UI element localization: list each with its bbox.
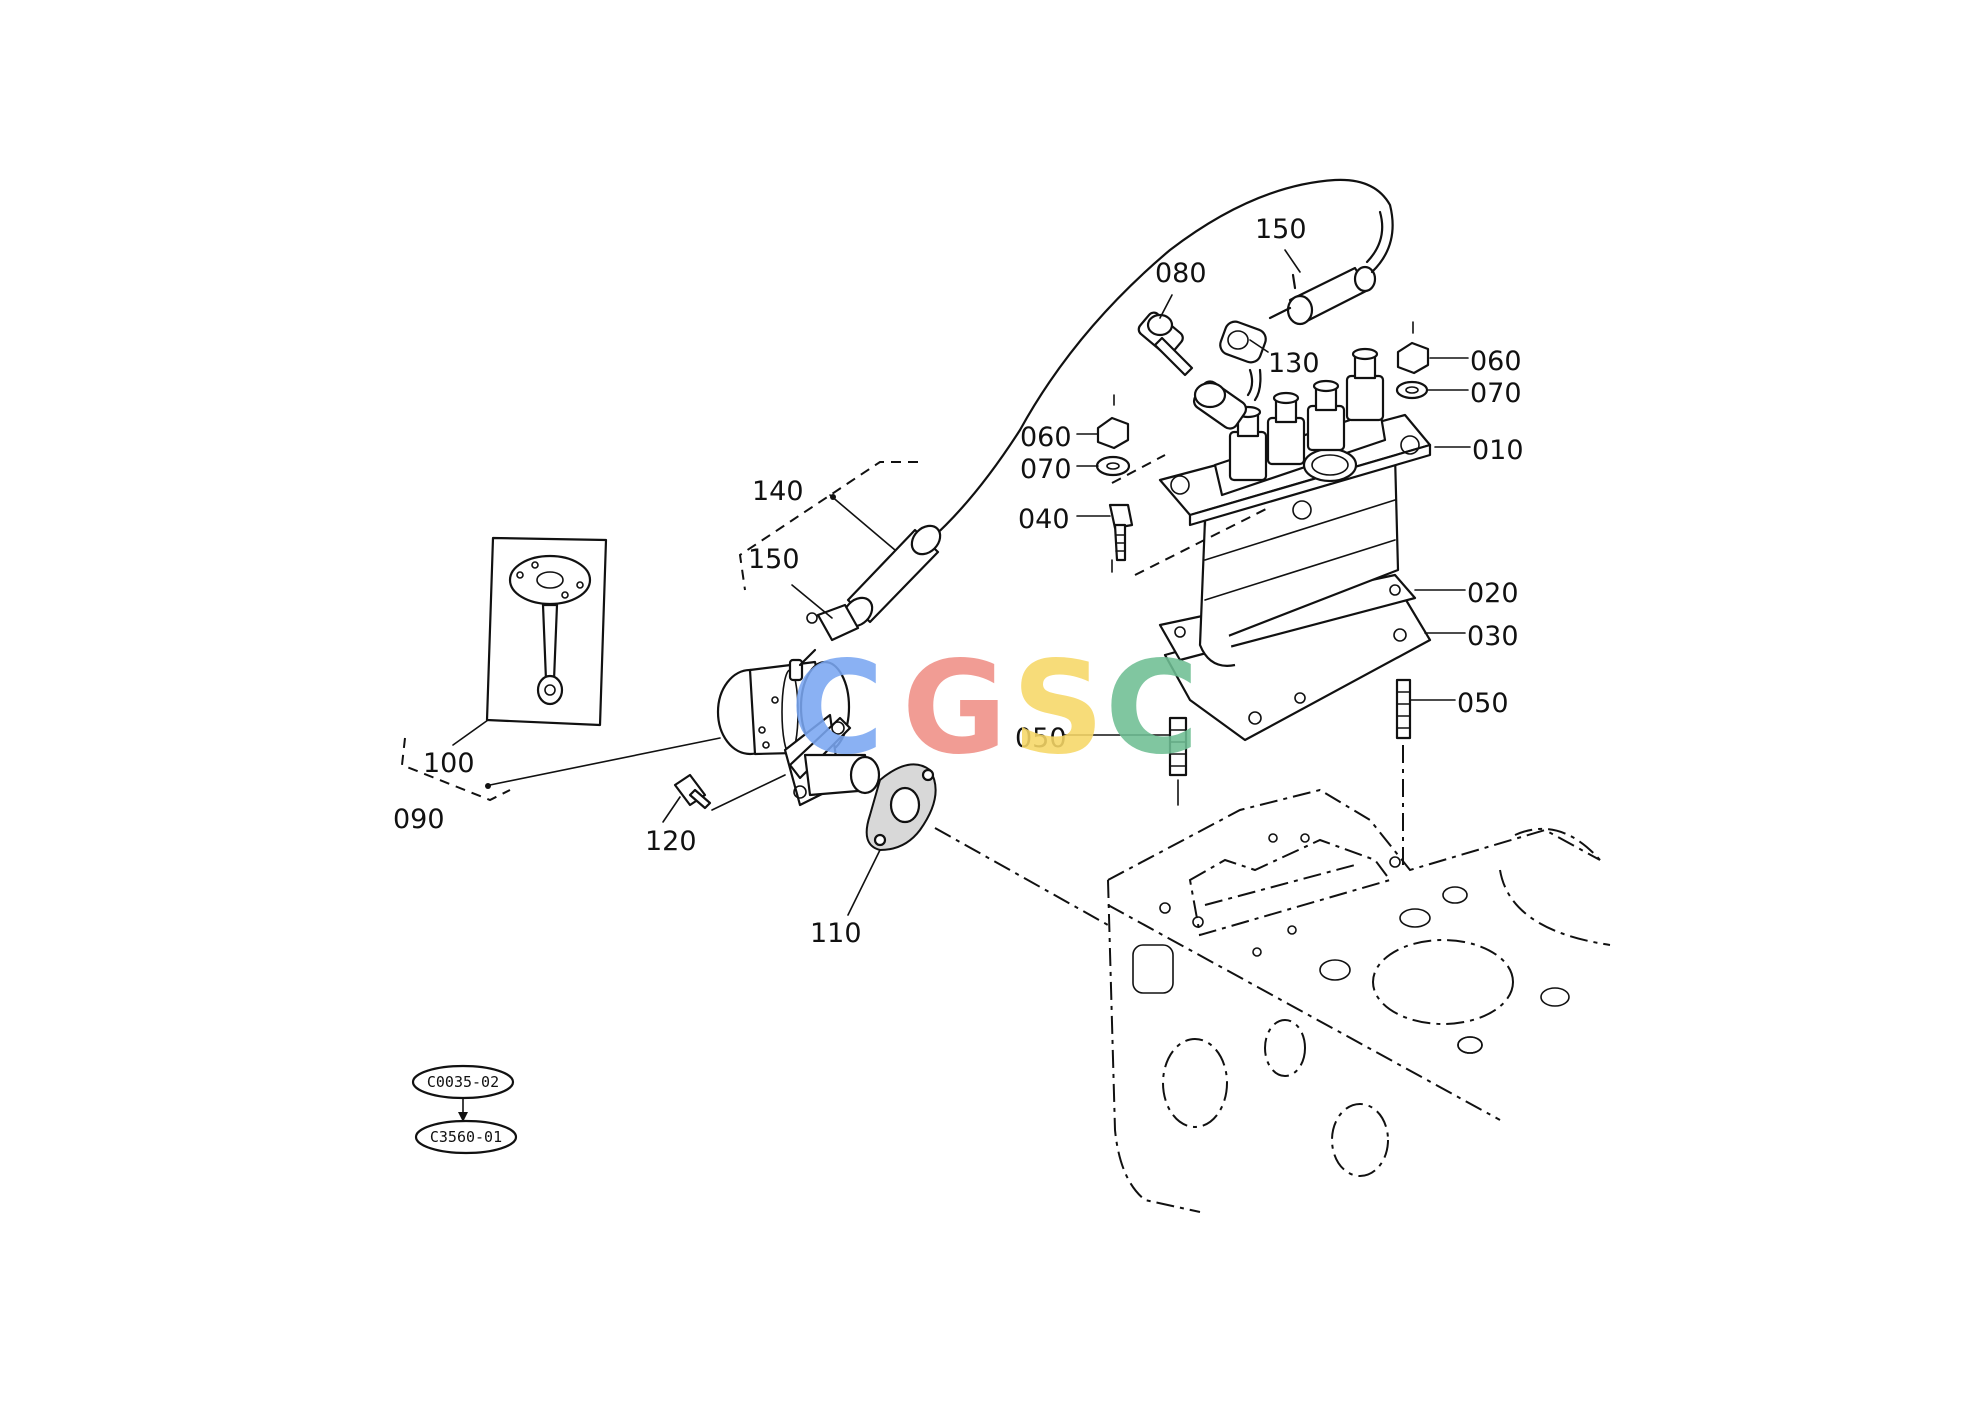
watermark-letter-s: S bbox=[1012, 634, 1104, 783]
watermark-letter-g: G bbox=[902, 634, 1007, 783]
label-150-left: 150 bbox=[748, 544, 800, 575]
delivery-valve-holders bbox=[1228, 347, 1385, 482]
fasteners-left-group bbox=[1095, 394, 1134, 573]
label-030: 030 bbox=[1467, 621, 1519, 652]
watermark-letter-c2: C bbox=[1105, 634, 1199, 783]
label-010: 010 bbox=[1472, 435, 1524, 466]
label-110: 110 bbox=[810, 918, 862, 949]
label-050-left: 050 bbox=[1015, 723, 1067, 754]
studs-050 bbox=[1168, 678, 1412, 870]
watermark-letter-c1: C bbox=[790, 634, 884, 783]
injection-pump-assembly bbox=[1137, 265, 1432, 742]
cgsc-watermark-logo: C G S C bbox=[790, 634, 1199, 783]
inset-box-100 bbox=[485, 536, 608, 727]
group-brackets bbox=[400, 454, 1271, 802]
stop-solenoid-assembly bbox=[716, 648, 881, 807]
label-040: 040 bbox=[1018, 504, 1070, 535]
label-120: 120 bbox=[645, 826, 697, 857]
solenoid-gasket bbox=[865, 763, 937, 852]
label-150-top: 150 bbox=[1255, 214, 1307, 245]
label-140: 140 bbox=[752, 476, 804, 507]
bolt-120 bbox=[673, 773, 712, 810]
label-080: 080 bbox=[1155, 258, 1207, 289]
engine-block-outline bbox=[1107, 788, 1611, 1213]
leader-lines bbox=[452, 249, 1471, 926]
reference-codes: C0035-02 C3560-01 bbox=[411, 1064, 518, 1155]
reference-code-bottom: C3560-01 bbox=[430, 1128, 502, 1146]
label-070-right: 070 bbox=[1470, 378, 1522, 409]
label-130: 130 bbox=[1268, 348, 1320, 379]
part-labels: 150 080 130 060 070 010 060 070 040 020 … bbox=[393, 214, 1524, 949]
label-060-left: 060 bbox=[1020, 422, 1072, 453]
label-050-right: 050 bbox=[1457, 688, 1509, 719]
label-060-right: 060 bbox=[1470, 346, 1522, 377]
label-020: 020 bbox=[1467, 578, 1519, 609]
reference-code-top: C0035-02 bbox=[427, 1073, 499, 1091]
fasteners-right-group bbox=[1395, 321, 1430, 400]
label-070-left: 070 bbox=[1020, 454, 1072, 485]
label-100: 100 bbox=[423, 748, 475, 779]
label-090: 090 bbox=[393, 804, 445, 835]
